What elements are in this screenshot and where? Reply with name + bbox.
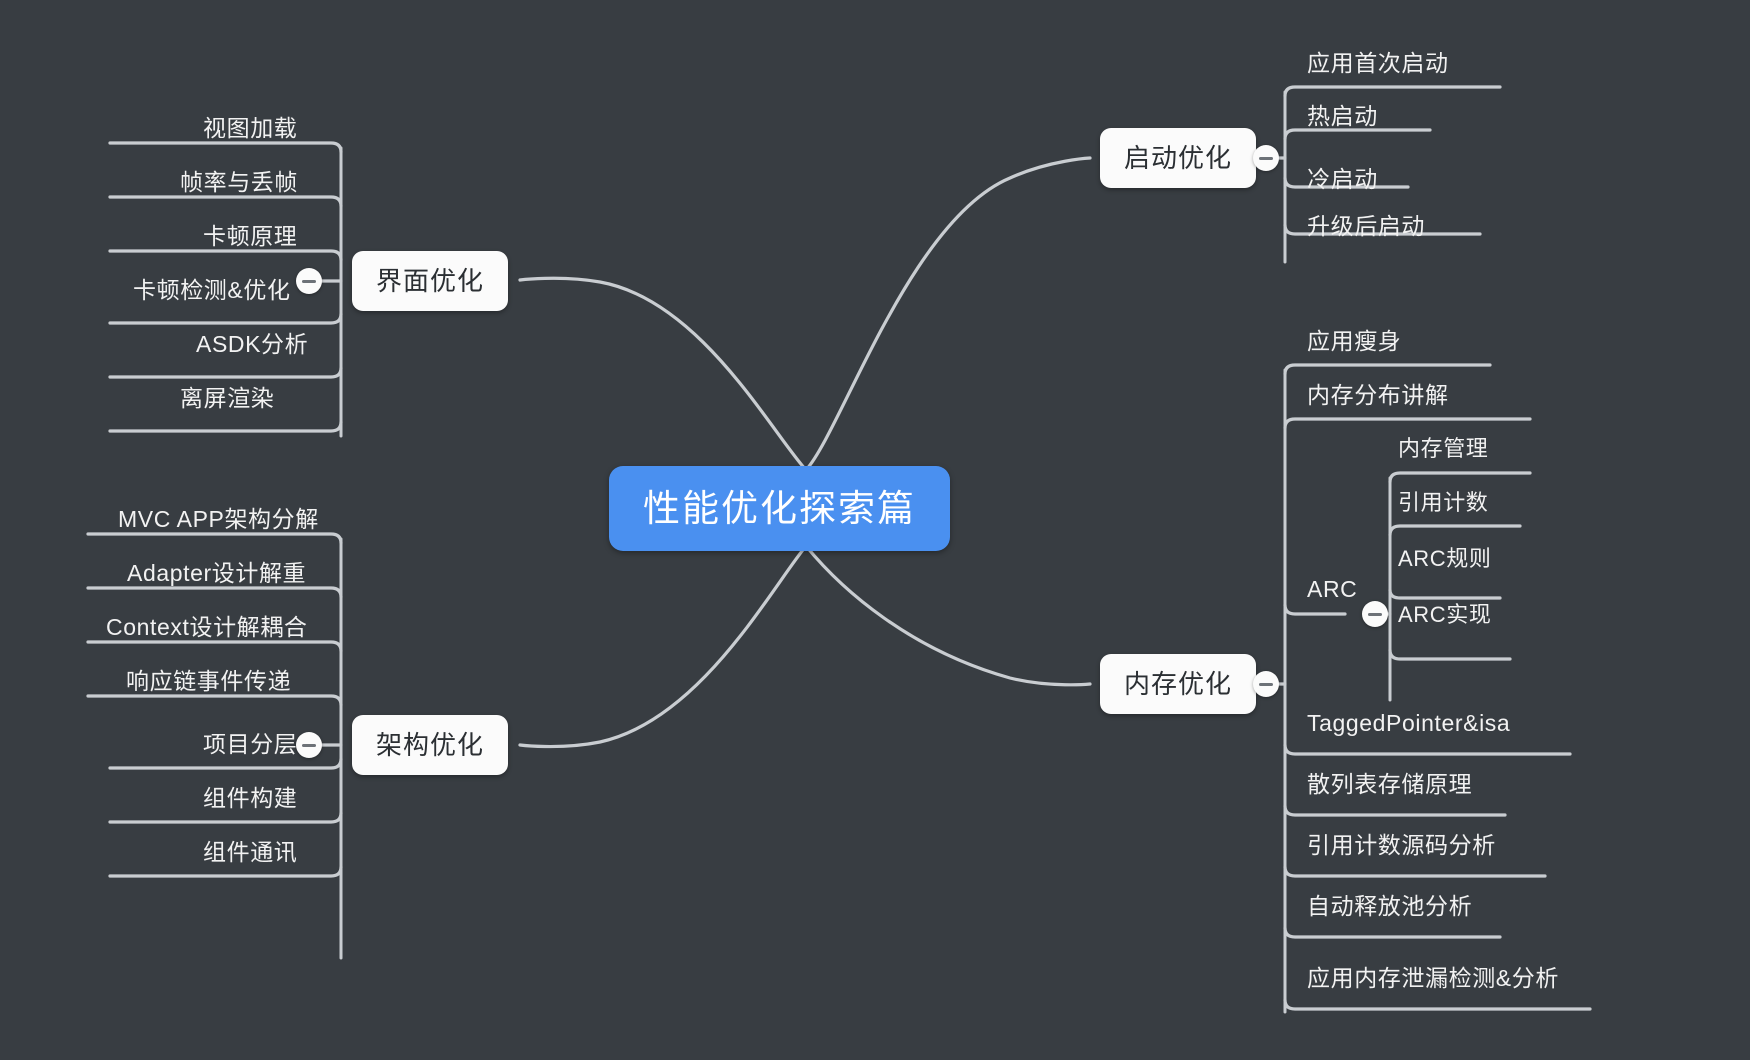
- leaf-ui-5[interactable]: 离屏渲染: [180, 385, 275, 411]
- branch-node-ui[interactable]: 界面优化: [352, 251, 509, 311]
- leaf-ui-0[interactable]: 视图加载: [203, 115, 298, 141]
- leaf-ui-4[interactable]: ASDK分析: [196, 331, 309, 357]
- branch-node-memory[interactable]: 内存优化: [1100, 654, 1257, 714]
- branch-node-startup[interactable]: 启动优化: [1100, 128, 1257, 188]
- leaf-arch-5[interactable]: 组件构建: [203, 785, 298, 811]
- leaf-memory-6[interactable]: 自动释放池分析: [1307, 893, 1473, 919]
- leaf-arch-4[interactable]: 项目分层: [203, 731, 298, 757]
- branch-node-architecture[interactable]: 架构优化: [352, 715, 509, 775]
- leaf-memory-7[interactable]: 应用内存泄漏检测&分析: [1307, 965, 1559, 991]
- leaf-arc-1[interactable]: 引用计数: [1398, 490, 1489, 515]
- leaf-ui-3[interactable]: 卡顿检测&优化: [133, 277, 291, 303]
- leaf-memory-4[interactable]: 散列表存储原理: [1307, 771, 1473, 797]
- collapse-toggle-startup[interactable]: [1253, 145, 1279, 171]
- leaf-startup-0[interactable]: 应用首次启动: [1307, 50, 1449, 76]
- leaf-memory-5[interactable]: 引用计数源码分析: [1307, 832, 1496, 858]
- collapse-toggle-ui[interactable]: [296, 268, 322, 294]
- leaf-arc-2[interactable]: ARC规则: [1398, 546, 1492, 571]
- leaf-arch-3[interactable]: 响应链事件传递: [126, 668, 292, 694]
- leaf-ui-1[interactable]: 帧率与丢帧: [180, 169, 298, 195]
- collapse-toggle-arc[interactable]: [1362, 601, 1388, 627]
- leaf-memory-1[interactable]: 内存分布讲解: [1307, 382, 1449, 408]
- leaf-startup-3[interactable]: 升级后启动: [1307, 213, 1425, 239]
- leaf-memory-arc[interactable]: ARC: [1307, 576, 1358, 602]
- leaf-arch-2[interactable]: Context设计解耦合: [106, 614, 308, 640]
- leaf-startup-2[interactable]: 冷启动: [1307, 166, 1378, 192]
- leaf-startup-1[interactable]: 热启动: [1307, 103, 1378, 129]
- leaf-arch-0[interactable]: MVC APP架构分解: [118, 506, 319, 532]
- collapse-toggle-architecture[interactable]: [296, 732, 322, 758]
- leaf-memory-3[interactable]: TaggedPointer&isa: [1307, 710, 1511, 736]
- leaf-arc-0[interactable]: 内存管理: [1398, 436, 1489, 461]
- collapse-toggle-memory[interactable]: [1253, 671, 1279, 697]
- leaf-arc-3[interactable]: ARC实现: [1398, 602, 1492, 627]
- leaf-ui-2[interactable]: 卡顿原理: [203, 223, 298, 249]
- leaf-memory-0[interactable]: 应用瘦身: [1307, 328, 1402, 354]
- leaf-arch-6[interactable]: 组件通讯: [203, 839, 298, 865]
- leaf-arch-1[interactable]: Adapter设计解重: [127, 560, 307, 586]
- root-node[interactable]: 性能优化探索篇: [609, 466, 950, 551]
